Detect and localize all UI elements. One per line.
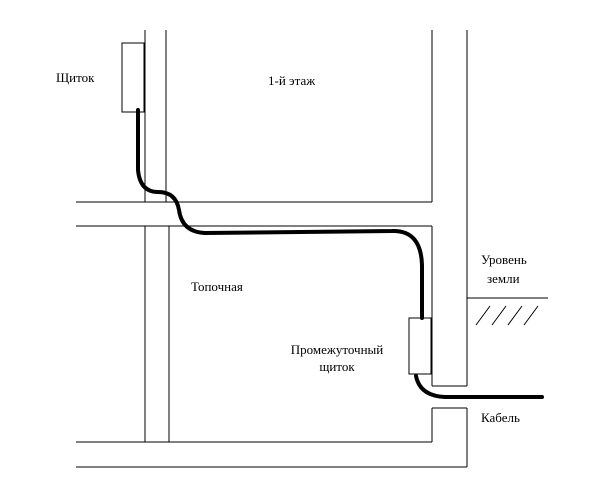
ground-level-label-line1: Уровень bbox=[481, 252, 527, 267]
cable-label: Кабель bbox=[481, 410, 520, 425]
ground-hatch bbox=[491, 305, 507, 326]
main-panel-box bbox=[121, 42, 145, 113]
cable-outgoing bbox=[414, 374, 544, 399]
first-floor-label: 1-й этаж bbox=[268, 73, 316, 88]
panel-label: Щиток bbox=[56, 70, 95, 85]
ground-hatch bbox=[523, 305, 539, 326]
intermediate-panel-label-line1: Промежуточный bbox=[290, 342, 384, 357]
ground-level-label-line2: земли bbox=[487, 271, 520, 286]
ground-hatch bbox=[507, 305, 523, 326]
intermediate-panel-label-line2: щиток bbox=[319, 359, 355, 374]
cable-line bbox=[136, 108, 424, 320]
building-walls bbox=[76, 30, 548, 468]
furnace-room-label: Топочная bbox=[191, 279, 243, 294]
ground-hatch bbox=[475, 305, 491, 326]
intermediate-panel-box bbox=[408, 317, 432, 375]
